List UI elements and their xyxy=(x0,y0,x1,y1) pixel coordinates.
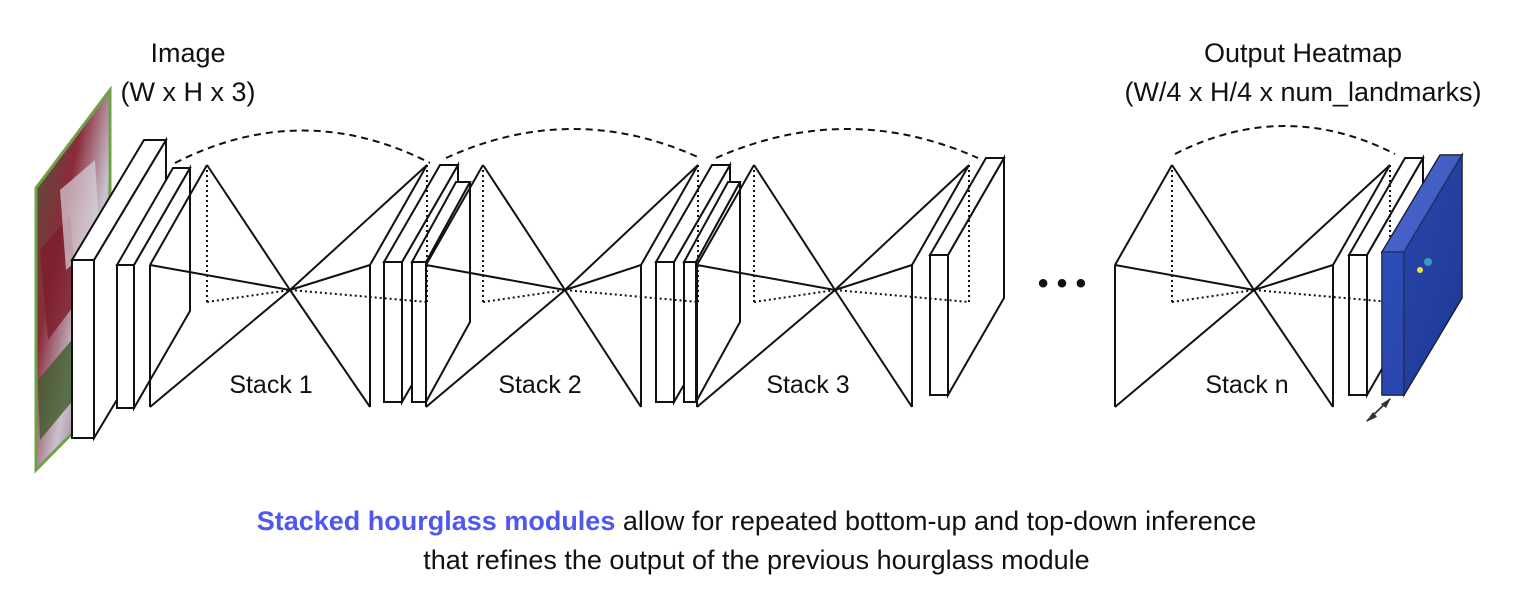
stack-label-n: Stack n xyxy=(1205,371,1288,399)
input-dims: (W x H x 3) xyxy=(121,77,256,107)
hourglass-2 xyxy=(425,164,699,408)
caption-rest: allow for repeated bottom-up and top-dow… xyxy=(615,506,1257,536)
stack-label-1: Stack 1 xyxy=(229,371,312,399)
caption-highlight: Stacked hourglass modules xyxy=(256,506,616,536)
hourglass-n xyxy=(1114,164,1391,408)
output-title: Output Heatmap xyxy=(1204,38,1402,68)
caption-line-1: Stacked hourglass modules allow for repe… xyxy=(0,506,1513,537)
skip-arc-n xyxy=(1174,125,1396,155)
stack-label-3: Stack 3 xyxy=(766,371,849,399)
output-heatmap xyxy=(1366,152,1464,422)
hourglass-3 xyxy=(696,164,970,408)
input-residual-layer xyxy=(115,164,192,412)
skip-arc-3 xyxy=(715,128,979,159)
inter-layer-3a xyxy=(928,154,1006,399)
input-title: Image xyxy=(150,38,225,68)
hourglass-1 xyxy=(149,164,428,408)
caption-line-2: that refines the output of the previous … xyxy=(423,545,1090,575)
ellipsis: • • • xyxy=(1038,267,1086,300)
skip-arc-1 xyxy=(174,129,431,164)
output-dims: (W/4 x H/4 x num_landmarks) xyxy=(1124,77,1481,107)
stack-label-2: Stack 2 xyxy=(498,371,581,399)
skip-arc-2 xyxy=(445,128,701,159)
